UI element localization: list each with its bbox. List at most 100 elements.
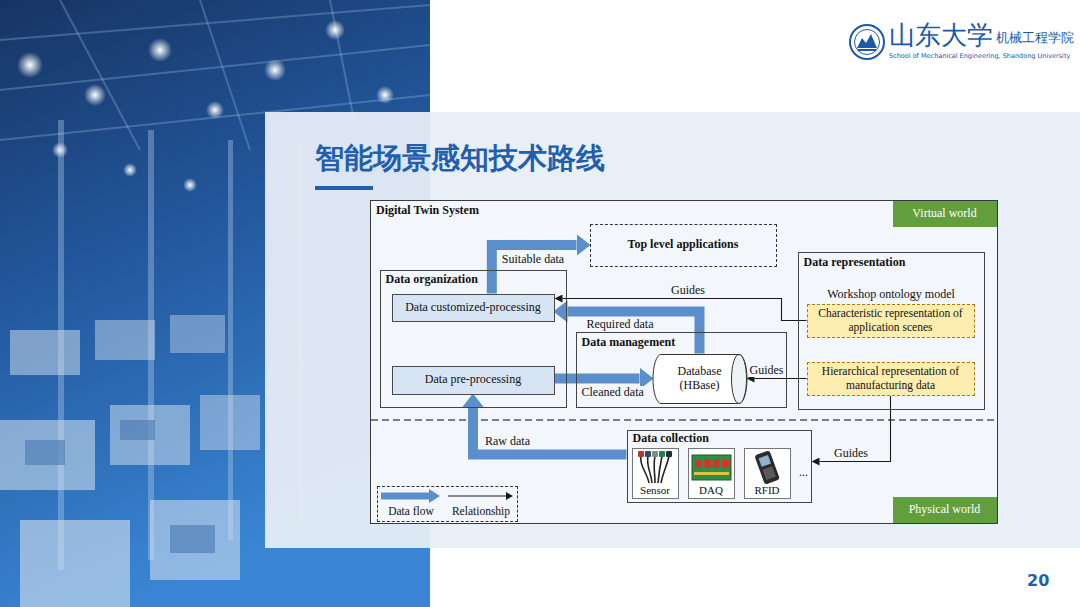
world-band: Virtual world xyxy=(893,201,997,227)
edge-label: Raw data xyxy=(483,435,532,448)
machine-panel xyxy=(120,420,155,440)
roof-beam xyxy=(60,0,140,150)
school-name-english: School of Mechanical Engineering, Shando… xyxy=(889,53,1070,60)
university-emblem xyxy=(850,25,884,59)
diagram-ground xyxy=(370,200,998,524)
legend-entry: Data flow xyxy=(379,488,443,520)
legend-entry: Relationship xyxy=(446,488,516,520)
node-label: Data customized-processing xyxy=(402,301,544,315)
content-panel xyxy=(265,112,1080,548)
device-picture xyxy=(633,450,678,484)
more-devices: ... xyxy=(799,466,808,479)
node-label: Hierarchical representation of manufactu… xyxy=(808,365,974,391)
machine xyxy=(170,315,225,353)
emblem-ring xyxy=(850,25,884,59)
ceiling-light xyxy=(17,52,43,78)
daq-chip xyxy=(722,459,729,468)
node-label: Physical world xyxy=(906,503,984,517)
group-heading: Data management xyxy=(582,336,676,350)
roof-beam xyxy=(0,45,430,90)
ceiling-light xyxy=(376,86,394,104)
legend-line xyxy=(448,495,506,496)
pillar xyxy=(228,140,233,540)
ceiling-light xyxy=(183,178,197,192)
edge-label: Cleaned data xyxy=(580,386,646,399)
node-label: Database (HBase) xyxy=(668,365,732,393)
node-label: Top level applications xyxy=(625,238,742,252)
application-box: Top level applications xyxy=(590,224,777,267)
cylinder-face xyxy=(731,354,746,403)
data-flow-arrow xyxy=(568,312,700,354)
ceiling-light xyxy=(123,163,137,177)
edge-label: Suitable data xyxy=(500,253,566,266)
logo-wordmark: 山东大学 xyxy=(889,22,993,51)
roof-beam xyxy=(200,0,250,150)
rfid-body xyxy=(754,450,780,484)
process-box: Data pre-processing xyxy=(392,366,555,395)
group-heading: Digital Twin System xyxy=(376,204,479,218)
school-name: 机械工程学院 xyxy=(996,31,1074,45)
machine xyxy=(200,395,260,450)
machine xyxy=(0,420,95,490)
node-label: DAQ xyxy=(698,484,724,498)
rfid-screen xyxy=(758,454,770,466)
sensor-head xyxy=(652,451,658,457)
legend-line xyxy=(381,493,429,500)
data-flow-arrow xyxy=(473,408,627,455)
sensor-head xyxy=(659,451,665,457)
relationship-arrow xyxy=(820,396,891,462)
machine xyxy=(150,500,240,580)
machine-panel xyxy=(25,440,65,465)
slide-title: 智能场景感知技术路线 xyxy=(315,141,605,176)
node-label: Virtual world xyxy=(909,207,979,221)
daq-chip xyxy=(704,459,711,468)
sensor-head xyxy=(666,451,672,457)
legend-head xyxy=(429,489,440,503)
representation-box: Characteristic representation of applica… xyxy=(807,304,975,338)
group-heading: Data collection xyxy=(633,432,709,446)
group-box: Data collectionSensor DAQ RFID xyxy=(627,430,812,503)
node-label: RFID xyxy=(753,484,780,498)
legend-sample xyxy=(379,489,443,503)
rfid-reader xyxy=(754,450,780,484)
rfid-keypad xyxy=(762,466,775,480)
machine xyxy=(95,320,155,360)
daq-board xyxy=(692,455,731,480)
device-picture xyxy=(689,450,734,484)
machine xyxy=(110,405,190,465)
machine-panel xyxy=(170,525,215,553)
daq-chip xyxy=(713,459,720,468)
legend-box: Data flowRelationship xyxy=(377,486,518,522)
ceiling-light xyxy=(206,101,224,119)
world-band: Physical world xyxy=(893,497,997,523)
device-icon: DAQ xyxy=(688,448,735,499)
device-picture xyxy=(745,450,790,484)
representation-box: Hierarchical representation of manufactu… xyxy=(807,362,975,396)
legend-label: Data flow xyxy=(379,505,443,518)
edge-label: Guides xyxy=(832,447,870,460)
node-label: Data pre-processing xyxy=(422,373,524,387)
machine xyxy=(10,330,80,375)
node-label: Sensor xyxy=(639,484,671,498)
edge-label: Guides xyxy=(748,364,786,377)
device-icon: Sensor xyxy=(632,448,679,499)
legend-head xyxy=(506,492,513,500)
database-cylinder: Database (HBase) xyxy=(653,354,747,404)
system-frame: Digital Twin System Virtual worldTop leve… xyxy=(370,200,998,524)
edge-label: Guides xyxy=(669,284,707,297)
legend-sample xyxy=(446,489,516,503)
title-underline xyxy=(315,186,373,190)
page-number: 20 xyxy=(1027,572,1049,590)
machines xyxy=(0,315,260,607)
daq-chip xyxy=(695,459,702,468)
group-heading: Data representation xyxy=(804,256,906,270)
group-subtitle: Workshop ontology model xyxy=(799,288,984,302)
ceiling-light xyxy=(148,38,172,62)
node-label: Characteristic representation of applica… xyxy=(808,307,974,333)
data-flow-arrow xyxy=(555,374,640,384)
device-icon: RFID xyxy=(744,448,791,499)
